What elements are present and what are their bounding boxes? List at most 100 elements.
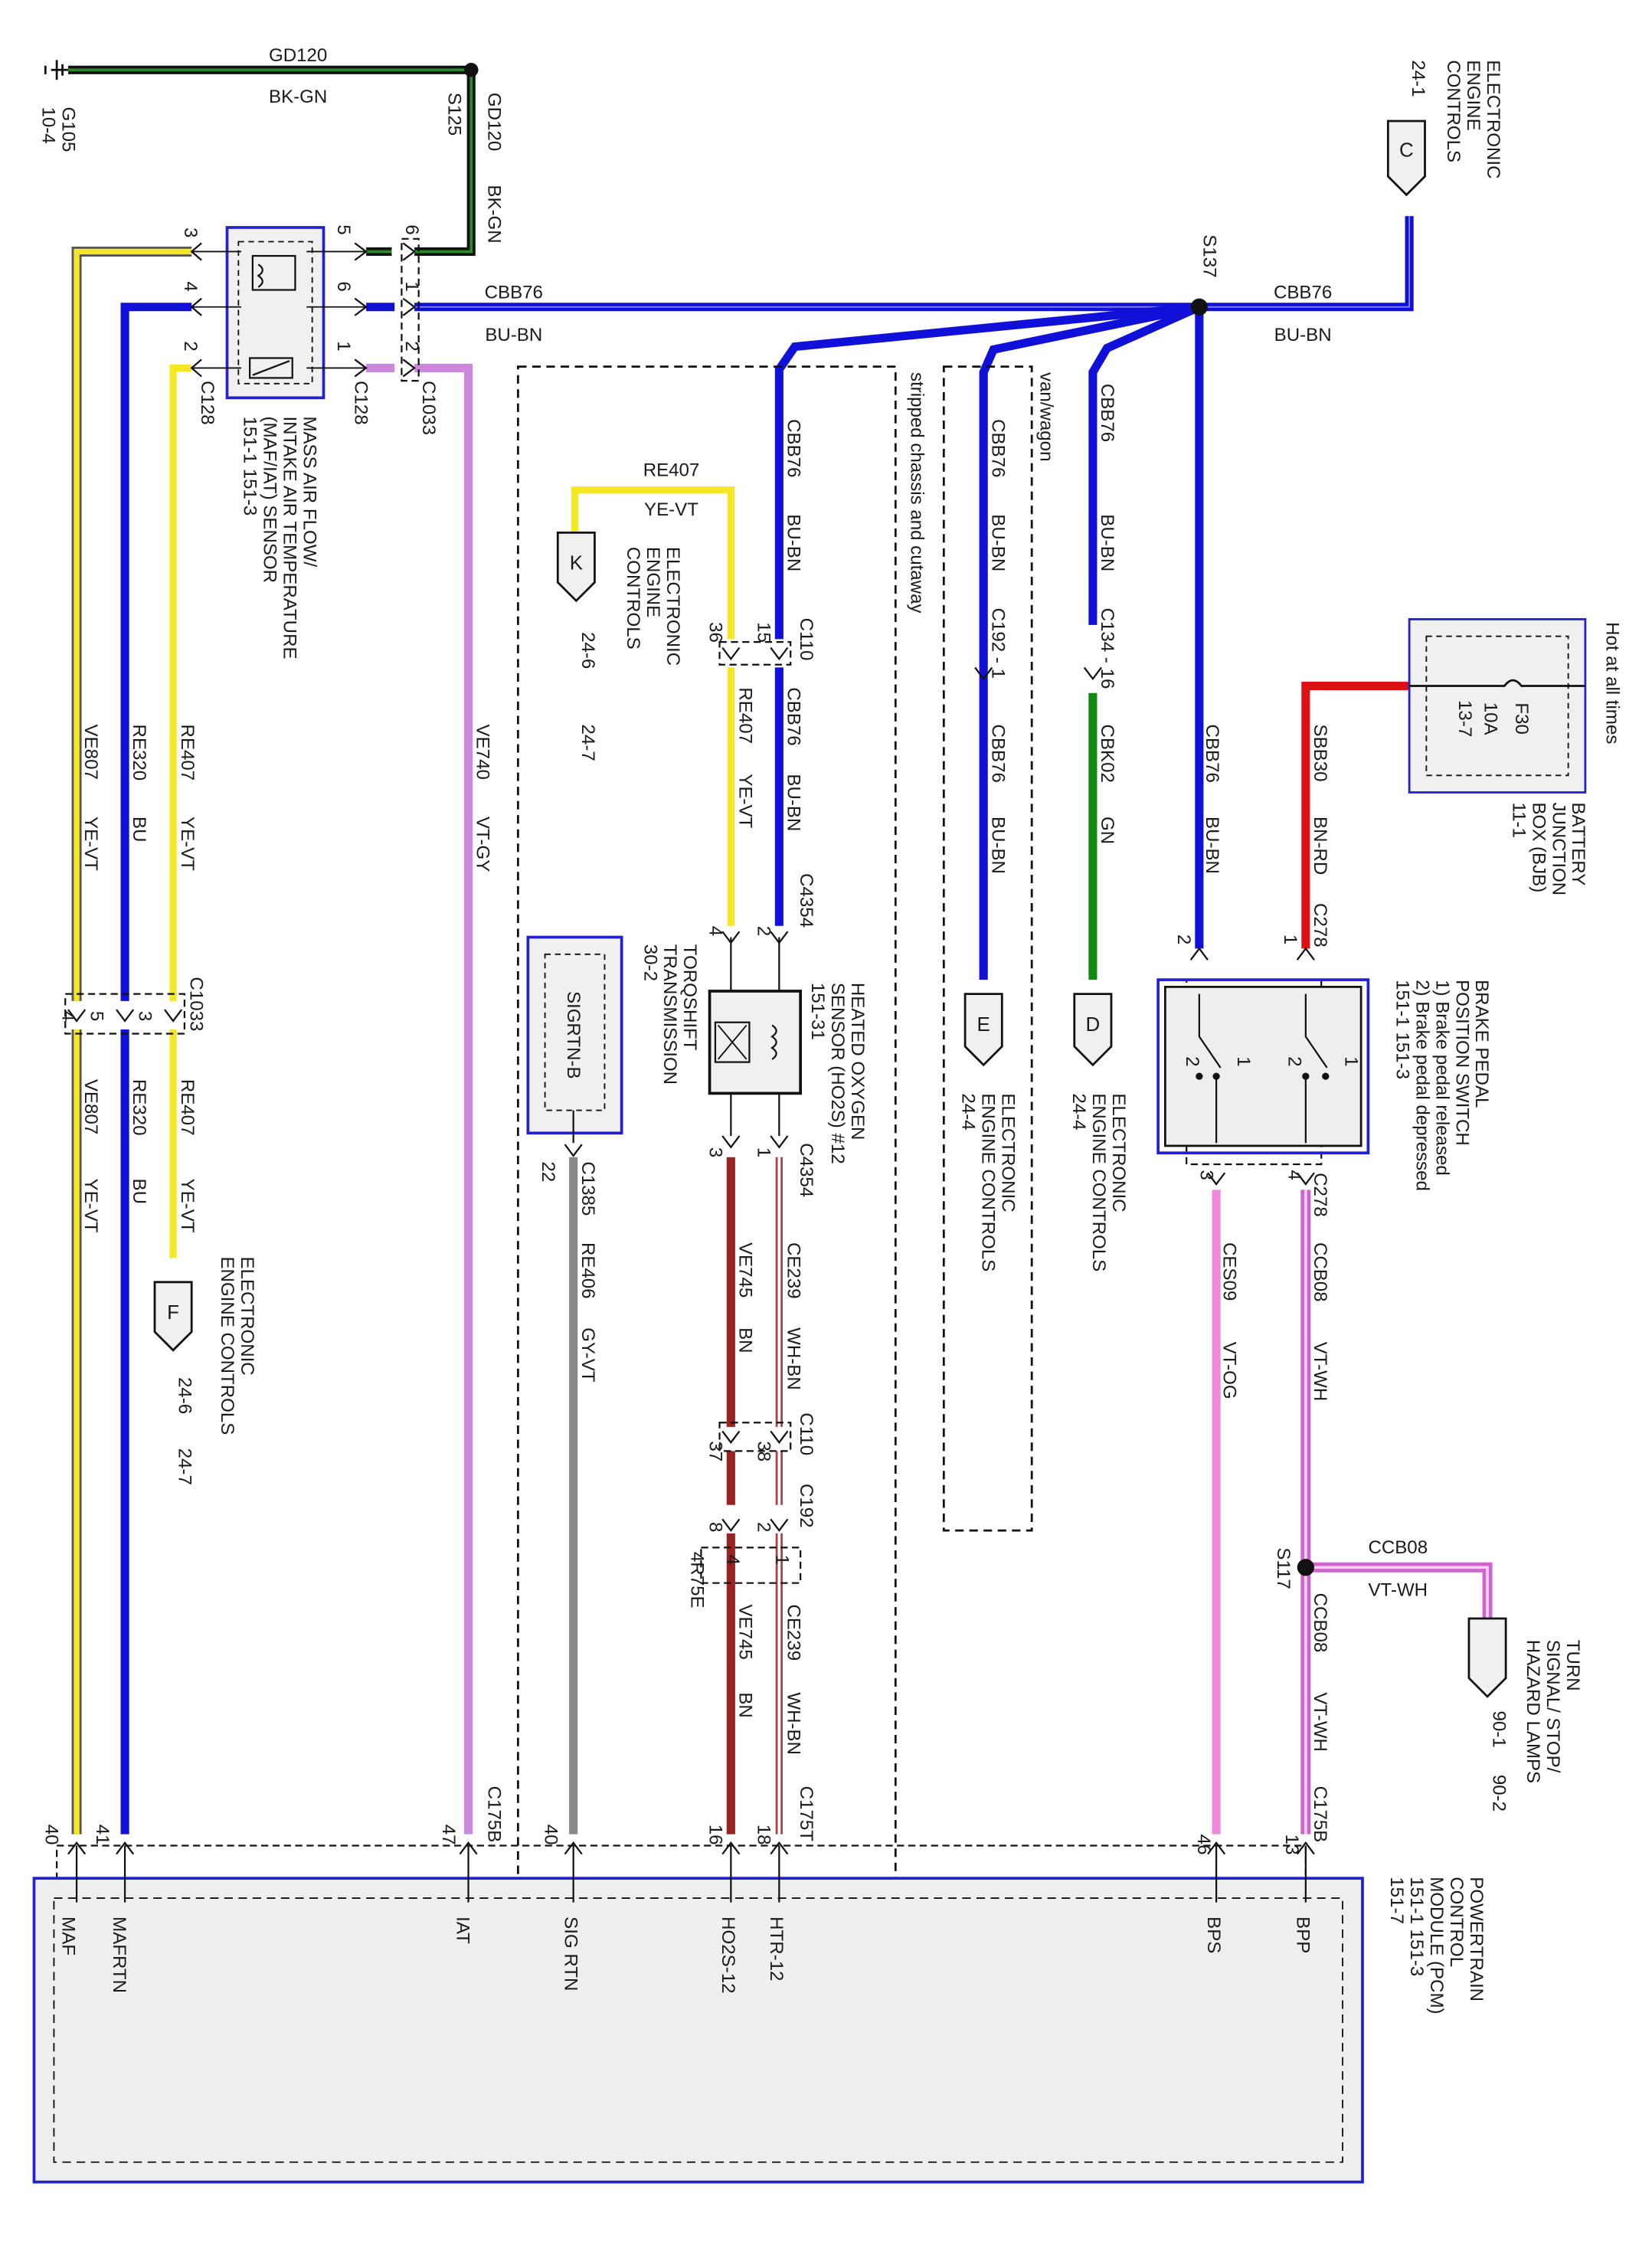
pin-4-ho2s: 4 <box>705 926 726 936</box>
maf-pin-2b: 2 <box>401 341 422 351</box>
turn-title-2: SIGNAL/ STOP/ <box>1542 1640 1563 1773</box>
gd120-vert: GD120 <box>483 93 504 151</box>
pin-8-c192: 8 <box>705 1522 726 1532</box>
gn-label: GN <box>1097 817 1117 844</box>
ho2s-title-2: SENSOR (HO2S) #12 <box>827 983 848 1164</box>
bpp-title-3: 1) Brake pedal released <box>1431 980 1452 1176</box>
pcm-pin-46: 46 <box>1193 1835 1214 1855</box>
ve807-label-2: VE807 <box>80 1079 101 1134</box>
bjb-title-1: BATTERY <box>1568 802 1588 885</box>
pcm-pin-13: 13 <box>1281 1835 1302 1855</box>
mafiat-sensor <box>191 226 367 400</box>
eec-f-title-2: ENGINE CONTROLS <box>217 1256 237 1435</box>
ce239-label-1: CE239 <box>783 1242 803 1299</box>
wire-gd120 <box>67 65 476 257</box>
bjb-hot: Hot at all times <box>1602 622 1623 744</box>
ye-vt-ho2s: YE-VT <box>734 774 755 828</box>
torq-sigrtn-b: SIGRTN-B <box>563 991 584 1079</box>
ces09-label: CES09 <box>1219 1242 1239 1301</box>
ccb08-label-v2: CCB08 <box>1310 1593 1330 1653</box>
eec-d-title-1: ELECTRONIC <box>1108 1093 1129 1212</box>
fuse-rating: 10A <box>1480 702 1500 736</box>
pcm-box <box>32 1877 1364 2184</box>
s125-label: S125 <box>444 93 465 136</box>
re407-label-1: RE407 <box>177 725 198 781</box>
ho2s-title-3: 151-31 <box>807 983 828 1040</box>
torq-title-3: 30-2 <box>640 944 660 981</box>
c110-top: C110 <box>796 618 816 661</box>
eec-k-title-2: ENGINE <box>643 547 663 617</box>
c1033-top: C1033 <box>418 381 439 435</box>
flag-eec-c: C <box>1386 119 1426 197</box>
re320-label-1: RE320 <box>129 725 149 781</box>
ye-vt-label-1: YE-VT <box>80 817 101 871</box>
pin-3-ho2s: 3 <box>705 1147 726 1157</box>
ho2s-sensor <box>708 937 802 1136</box>
bpp-contact-a2: 2 <box>1182 1056 1202 1066</box>
bu-bn-van: BU-BN <box>987 514 1008 571</box>
eec-f-ref-1: 24-6 <box>174 1377 195 1414</box>
mafiat-title-4: 151-1 151-3 <box>240 416 260 515</box>
pcm-pin-bps: BPS <box>1203 1916 1224 1953</box>
c1033-mid: C1033 <box>185 977 206 1031</box>
ccb08-label-h: CCB08 <box>1368 1537 1428 1558</box>
pcm-pin-16: 16 <box>705 1825 726 1845</box>
wire-sbb30 <box>1301 681 1410 949</box>
bpp-pin-out-4: 4 <box>1284 1170 1305 1180</box>
wire-re320 <box>120 303 192 1835</box>
bk-gn-vert: BK-GN <box>483 185 504 243</box>
g105-ref: 10-4 <box>38 106 59 143</box>
cbb76-label-left: CBB76 <box>485 283 543 303</box>
s117-label: S117 <box>1273 1547 1294 1589</box>
c1385-label: C1385 <box>577 1161 598 1216</box>
van-wagon-frame <box>942 365 1033 1532</box>
torq-title-2: TRANSMISSION <box>659 944 680 1085</box>
bn-rd-label: BN-RD <box>1310 817 1330 875</box>
mafiat-title-2: INTAKE AIR TEMPERATURE <box>280 416 300 659</box>
ce239-label-2: CE239 <box>783 1604 803 1661</box>
pin-36: 36 <box>705 622 726 643</box>
eec-d-title-3: 24-4 <box>1068 1093 1089 1130</box>
gy-vt-label: GY-VT <box>577 1327 598 1383</box>
wire-re407 <box>169 364 734 1258</box>
wire-ve807 <box>71 246 192 1835</box>
bu-bn-van-2: BU-BN <box>987 817 1008 874</box>
bu-bn-bpp: BU-BN <box>1202 817 1222 874</box>
bjb-box <box>1408 618 1587 794</box>
svg-text:E: E <box>977 1014 990 1036</box>
g105-label: G105 <box>58 106 79 152</box>
re407-label-2: RE407 <box>177 1079 198 1136</box>
svg-text:F: F <box>167 1302 179 1324</box>
vt-wh-label-v2: VT-WH <box>1310 1692 1330 1752</box>
pcm-title-5: 151-7 <box>1386 1877 1407 1924</box>
eec-e-title-2: ENGINE CONTROLS <box>977 1093 998 1272</box>
vt-gy-label: VT-GY <box>473 817 493 872</box>
cbb76-van: CBB76 <box>987 419 1008 477</box>
maf-pin-6b: 6 <box>401 224 422 234</box>
pcm-pin-iat: IAT <box>453 1916 473 1944</box>
fuse-ref: 13-7 <box>1454 700 1475 737</box>
pin-37: 37 <box>705 1441 726 1461</box>
turn-ref-2: 90-2 <box>1488 1775 1509 1812</box>
pin-38: 38 <box>754 1441 774 1461</box>
c192-1-label: C192 - 1 <box>987 608 1008 679</box>
mafiat-title-1: MASS AIR FLOW/ <box>299 416 320 567</box>
vt-wh-label-h: VT-WH <box>1369 1579 1428 1600</box>
bjb-title-2: JUNCTION <box>1548 802 1569 895</box>
c175b-label-iat: C175B <box>483 1786 504 1843</box>
bpp-title-1: BRAKE PEDAL <box>1471 980 1492 1108</box>
bpp-contact-a1: 1 <box>1233 1056 1254 1066</box>
ve807-label-1: VE807 <box>80 725 101 780</box>
maf-pin-5: 5 <box>333 224 354 234</box>
ye-vt-label-2: YE-VT <box>177 817 198 871</box>
c4354-bottom: C4354 <box>796 1143 816 1197</box>
eec-c-title-2: ENGINE <box>1463 60 1484 130</box>
bpp-title-5: 151-1 151-3 <box>1392 980 1412 1079</box>
maf-pin-2: 2 <box>180 341 201 351</box>
pcm-pin-41: 41 <box>92 1825 113 1845</box>
c278-label-bottom: C278 <box>1310 1173 1330 1217</box>
turn-title-1: TURN <box>1562 1640 1583 1691</box>
pcm-pin-18: 18 <box>754 1825 774 1845</box>
gd120-label: GD120 <box>269 45 327 66</box>
